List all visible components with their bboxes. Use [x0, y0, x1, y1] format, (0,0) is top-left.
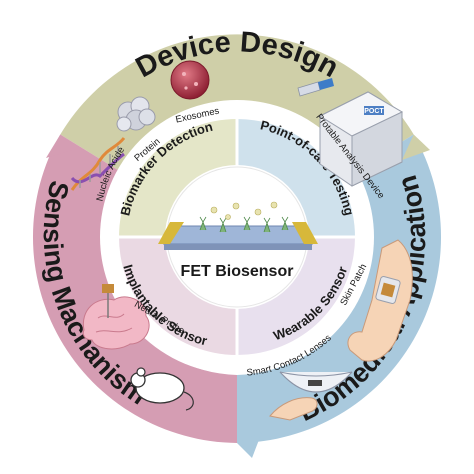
center-title: FET Biosensor — [181, 263, 294, 280]
ring-segment-sensing-mechanism — [32, 134, 238, 443]
poct-badge: POCT — [364, 108, 384, 115]
sector-point-of-care-testing — [237, 119, 355, 237]
fet-device-illustration — [158, 201, 318, 250]
ring-arrow-top — [402, 134, 430, 160]
brain-icon — [82, 296, 150, 350]
fet-channel — [162, 225, 314, 245]
fet-receptors — [199, 216, 289, 233]
protein-icon — [116, 96, 156, 132]
fet-electrode-right — [292, 222, 318, 244]
fet-electrode-left — [158, 222, 184, 244]
exosome-icon — [170, 60, 210, 100]
mouse-icon — [130, 367, 194, 411]
probe-icon — [102, 284, 114, 318]
test-tube-icon — [297, 78, 334, 97]
sector-biomarker-detection — [119, 119, 237, 237]
poct-device-icon: POCT — [318, 91, 404, 187]
fet-substrate — [164, 244, 312, 250]
dna-icon — [70, 137, 126, 191]
sector-implantable-sensor — [119, 237, 237, 355]
finger-icon — [269, 397, 318, 421]
sector-wearable-sensor — [237, 237, 355, 355]
ring-arrow-right — [237, 432, 262, 458]
contact-lens-icon — [279, 371, 353, 393]
ring-segment-biomedical-application — [237, 134, 442, 443]
ring-arrow-left — [46, 134, 72, 158]
fet-analytes — [210, 201, 278, 220]
hand-patch-icon — [347, 239, 413, 362]
